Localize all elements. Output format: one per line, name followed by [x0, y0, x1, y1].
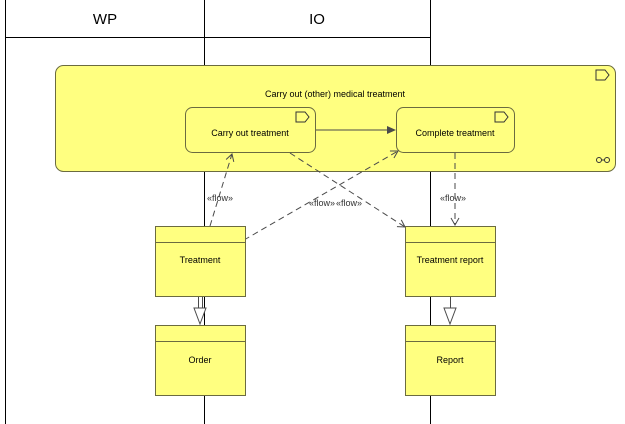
process-icon: [295, 111, 310, 123]
composition-icon: [596, 157, 610, 163]
flow-label-left: «flow»: [207, 193, 233, 203]
specialization-report-to-report[interactable]: [443, 297, 457, 326]
flow-label-center-right: «flow»: [336, 198, 362, 208]
object-label: Report: [436, 355, 464, 365]
object-label: Order: [188, 355, 211, 365]
process-container[interactable]: Carry out (other) medical treatment: [55, 65, 616, 172]
process-label: Carry out (other) medical treatment: [265, 89, 406, 99]
object-label: Treatment report: [417, 255, 484, 265]
lane-title-io: IO: [309, 11, 325, 28]
flow-label-right: «flow»: [440, 193, 466, 203]
step-label: Carry out treatment: [211, 128, 289, 138]
process-icon: [494, 111, 509, 123]
flow-carry-out-to-report: [289, 152, 406, 228]
flow-treatment-to-carry-out: [209, 153, 235, 227]
object-report[interactable]: Report: [405, 325, 496, 396]
flow-connectors[interactable]: [209, 150, 460, 241]
object-treatment-report[interactable]: Treatment report: [405, 226, 496, 297]
object-order[interactable]: Order: [155, 325, 246, 396]
specialization-treatment-to-order[interactable]: [193, 297, 207, 326]
step-label: Complete treatment: [415, 128, 495, 138]
flow-label-center-left: «flow»: [309, 198, 335, 208]
step-carry-out-treatment[interactable]: Carry out treatment: [185, 107, 316, 153]
process-icon: [595, 69, 610, 81]
lane-title-wp: WP: [93, 11, 117, 28]
object-label: Treatment: [180, 255, 221, 265]
object-treatment[interactable]: Treatment: [155, 226, 246, 297]
step-complete-treatment[interactable]: Complete treatment: [396, 107, 515, 153]
